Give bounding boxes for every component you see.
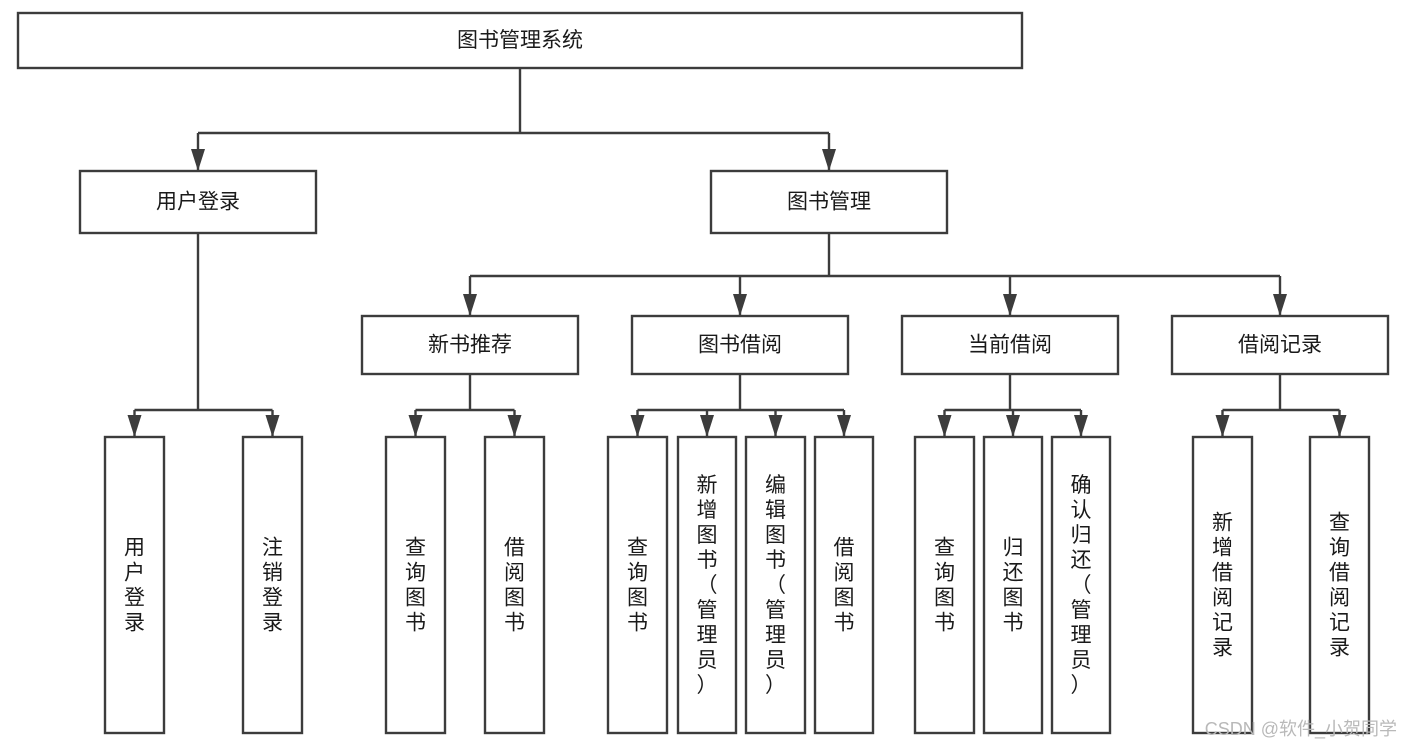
node-label: 查询图书 bbox=[405, 537, 426, 635]
node-box[interactable] bbox=[1050, 435, 1112, 735]
edges-layer bbox=[127, 68, 1347, 437]
node-level3[interactable]: 当前借阅 bbox=[900, 314, 1120, 376]
node-leaf[interactable]: 注销登录 bbox=[241, 435, 304, 735]
node-label: 借阅图书 bbox=[504, 537, 525, 635]
arrow-head-icon bbox=[700, 415, 714, 437]
node-root[interactable]: 图书管理系统 bbox=[16, 11, 1024, 70]
arrow-head-icon bbox=[837, 415, 851, 437]
node-box[interactable] bbox=[1308, 435, 1371, 735]
nodes-layer: 图书管理系统用户登录图书管理新书推荐图书借阅当前借阅借阅记录用户登录注销登录查询… bbox=[16, 11, 1390, 735]
node-level2[interactable]: 图书管理 bbox=[709, 169, 949, 235]
node-box[interactable] bbox=[630, 314, 850, 376]
node-box[interactable] bbox=[913, 435, 976, 735]
arrow-head-icon bbox=[1006, 415, 1020, 437]
node-level3[interactable]: 图书借阅 bbox=[630, 314, 850, 376]
arrow-head-icon bbox=[630, 415, 645, 437]
node-leaf[interactable]: 归还图书 bbox=[982, 435, 1044, 735]
edge-group bbox=[630, 374, 851, 437]
node-label: 借阅记录 bbox=[1238, 334, 1322, 357]
arrow-head-icon bbox=[1215, 415, 1230, 437]
node-label: 图书借阅 bbox=[698, 334, 782, 357]
arrow-head-icon bbox=[127, 415, 142, 437]
node-box[interactable] bbox=[982, 435, 1044, 735]
arrow-head-icon bbox=[191, 149, 205, 171]
node-leaf[interactable]: 用户登录 bbox=[103, 435, 166, 735]
node-level3[interactable]: 新书推荐 bbox=[360, 314, 580, 376]
node-box[interactable] bbox=[384, 435, 447, 735]
arrow-head-icon bbox=[507, 415, 522, 437]
node-label: 当前借阅 bbox=[968, 334, 1052, 357]
csdn-watermark: CSDN @软件_小贺同学 bbox=[1204, 719, 1397, 739]
node-leaf[interactable]: 查询借阅记录 bbox=[1308, 435, 1371, 735]
edge-group bbox=[408, 374, 522, 437]
node-box[interactable] bbox=[1191, 435, 1254, 735]
node-label: 用户登录 bbox=[156, 191, 240, 214]
arrow-head-icon bbox=[733, 294, 747, 316]
arrow-head-icon bbox=[768, 415, 783, 437]
node-label: 确认归还（管理员） bbox=[1071, 474, 1092, 697]
node-leaf[interactable]: 新增图书（管理员） bbox=[676, 435, 738, 735]
node-level2[interactable]: 用户登录 bbox=[78, 169, 318, 235]
node-leaf[interactable]: 借阅图书 bbox=[813, 435, 875, 735]
arrow-head-icon bbox=[463, 294, 477, 316]
node-box[interactable] bbox=[241, 435, 304, 735]
node-box[interactable] bbox=[744, 435, 807, 735]
node-leaf[interactable]: 借阅图书 bbox=[483, 435, 546, 735]
arrow-head-icon bbox=[1003, 294, 1017, 316]
node-box[interactable] bbox=[606, 435, 669, 735]
node-level3[interactable]: 借阅记录 bbox=[1170, 314, 1390, 376]
node-leaf[interactable]: 查询图书 bbox=[384, 435, 447, 735]
node-label: 图书管理系统 bbox=[457, 29, 583, 52]
node-label: 归还图书 bbox=[1003, 537, 1024, 635]
arrow-head-icon bbox=[822, 149, 836, 171]
node-box[interactable] bbox=[1170, 314, 1390, 376]
arrow-head-icon bbox=[937, 415, 952, 437]
node-label: 查询图书 bbox=[627, 537, 648, 635]
node-leaf[interactable]: 查询图书 bbox=[606, 435, 669, 735]
node-label: 新增借阅记录 bbox=[1212, 512, 1233, 660]
edge-group bbox=[463, 233, 1287, 316]
node-box[interactable] bbox=[900, 314, 1120, 376]
node-leaf[interactable]: 查询图书 bbox=[913, 435, 976, 735]
arrow-head-icon bbox=[265, 415, 280, 437]
edge-group bbox=[937, 374, 1088, 437]
edge-group bbox=[191, 68, 836, 171]
node-label: 用户登录 bbox=[124, 537, 145, 635]
node-label: 查询借阅记录 bbox=[1329, 512, 1350, 660]
arrow-head-icon bbox=[1273, 294, 1287, 316]
node-box[interactable] bbox=[78, 169, 318, 235]
node-leaf[interactable]: 确认归还（管理员） bbox=[1050, 435, 1112, 735]
node-box[interactable] bbox=[16, 11, 1024, 70]
node-label: 注销登录 bbox=[262, 537, 283, 635]
node-leaf[interactable]: 新增借阅记录 bbox=[1191, 435, 1254, 735]
node-box[interactable] bbox=[483, 435, 546, 735]
node-box[interactable] bbox=[103, 435, 166, 735]
node-box[interactable] bbox=[813, 435, 875, 735]
node-label: 借阅图书 bbox=[834, 537, 855, 635]
node-leaf[interactable]: 编辑图书（管理员） bbox=[744, 435, 807, 735]
arrow-head-icon bbox=[1074, 415, 1088, 437]
node-label: 编辑图书（管理员） bbox=[765, 474, 786, 697]
node-label: 新书推荐 bbox=[428, 334, 512, 357]
node-box[interactable] bbox=[676, 435, 738, 735]
arrow-head-icon bbox=[1332, 415, 1347, 437]
node-box[interactable] bbox=[360, 314, 580, 376]
node-box[interactable] bbox=[709, 169, 949, 235]
arrow-head-icon bbox=[408, 415, 423, 437]
node-label: 新增图书（管理员） bbox=[697, 474, 718, 697]
node-label: 查询图书 bbox=[934, 537, 955, 635]
edge-group bbox=[1215, 374, 1347, 437]
node-label: 图书管理 bbox=[787, 191, 871, 214]
edge-group bbox=[127, 233, 280, 437]
